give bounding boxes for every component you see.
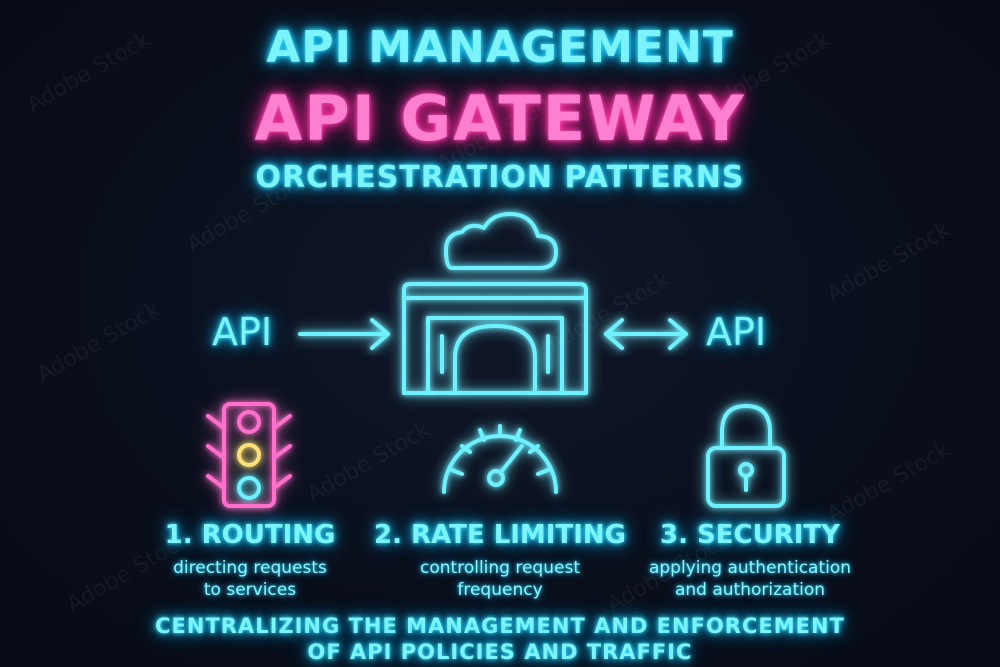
cloud-icon	[444, 212, 558, 270]
api-label-left: API	[212, 310, 273, 354]
padlock-icon	[706, 404, 786, 508]
footer-line-1: CENTRALIZING THE MANAGEMENT AND ENFORCEM…	[155, 614, 845, 638]
heading-top: API MANAGEMENT	[266, 22, 734, 73]
heading-subtitle: ORCHESTRATION PATTERNS	[255, 160, 745, 195]
footer-line-2: OF API POLICIES AND TRAFFIC	[307, 640, 693, 664]
feature-desc-security-line2: and authorization	[674, 580, 826, 600]
feature-desc-security-line1: applying authentication	[648, 558, 852, 578]
page-title: API GATEWAY	[254, 82, 746, 155]
feature-desc-rate-limiting-line1: controlling request	[420, 558, 580, 578]
feature-desc-rate-limiting-line2: frequency	[457, 580, 543, 600]
speedometer-icon	[442, 424, 558, 494]
feature-desc-routing-line1: directing requests	[173, 558, 327, 578]
feature-title-routing: 1. ROUTING	[164, 520, 336, 550]
gateway-icon	[402, 212, 588, 395]
feature-title-security: 3. SECURITY	[660, 520, 840, 550]
api-label-right: API	[706, 310, 767, 354]
arrow-bidirectional-icon	[604, 318, 688, 350]
feature-title-rate-limiting: 2. RATE LIMITING	[374, 520, 626, 550]
traffic-light-icon	[206, 402, 292, 508]
arrow-right-icon	[298, 318, 390, 350]
feature-desc-routing-line2: to services	[203, 580, 297, 600]
